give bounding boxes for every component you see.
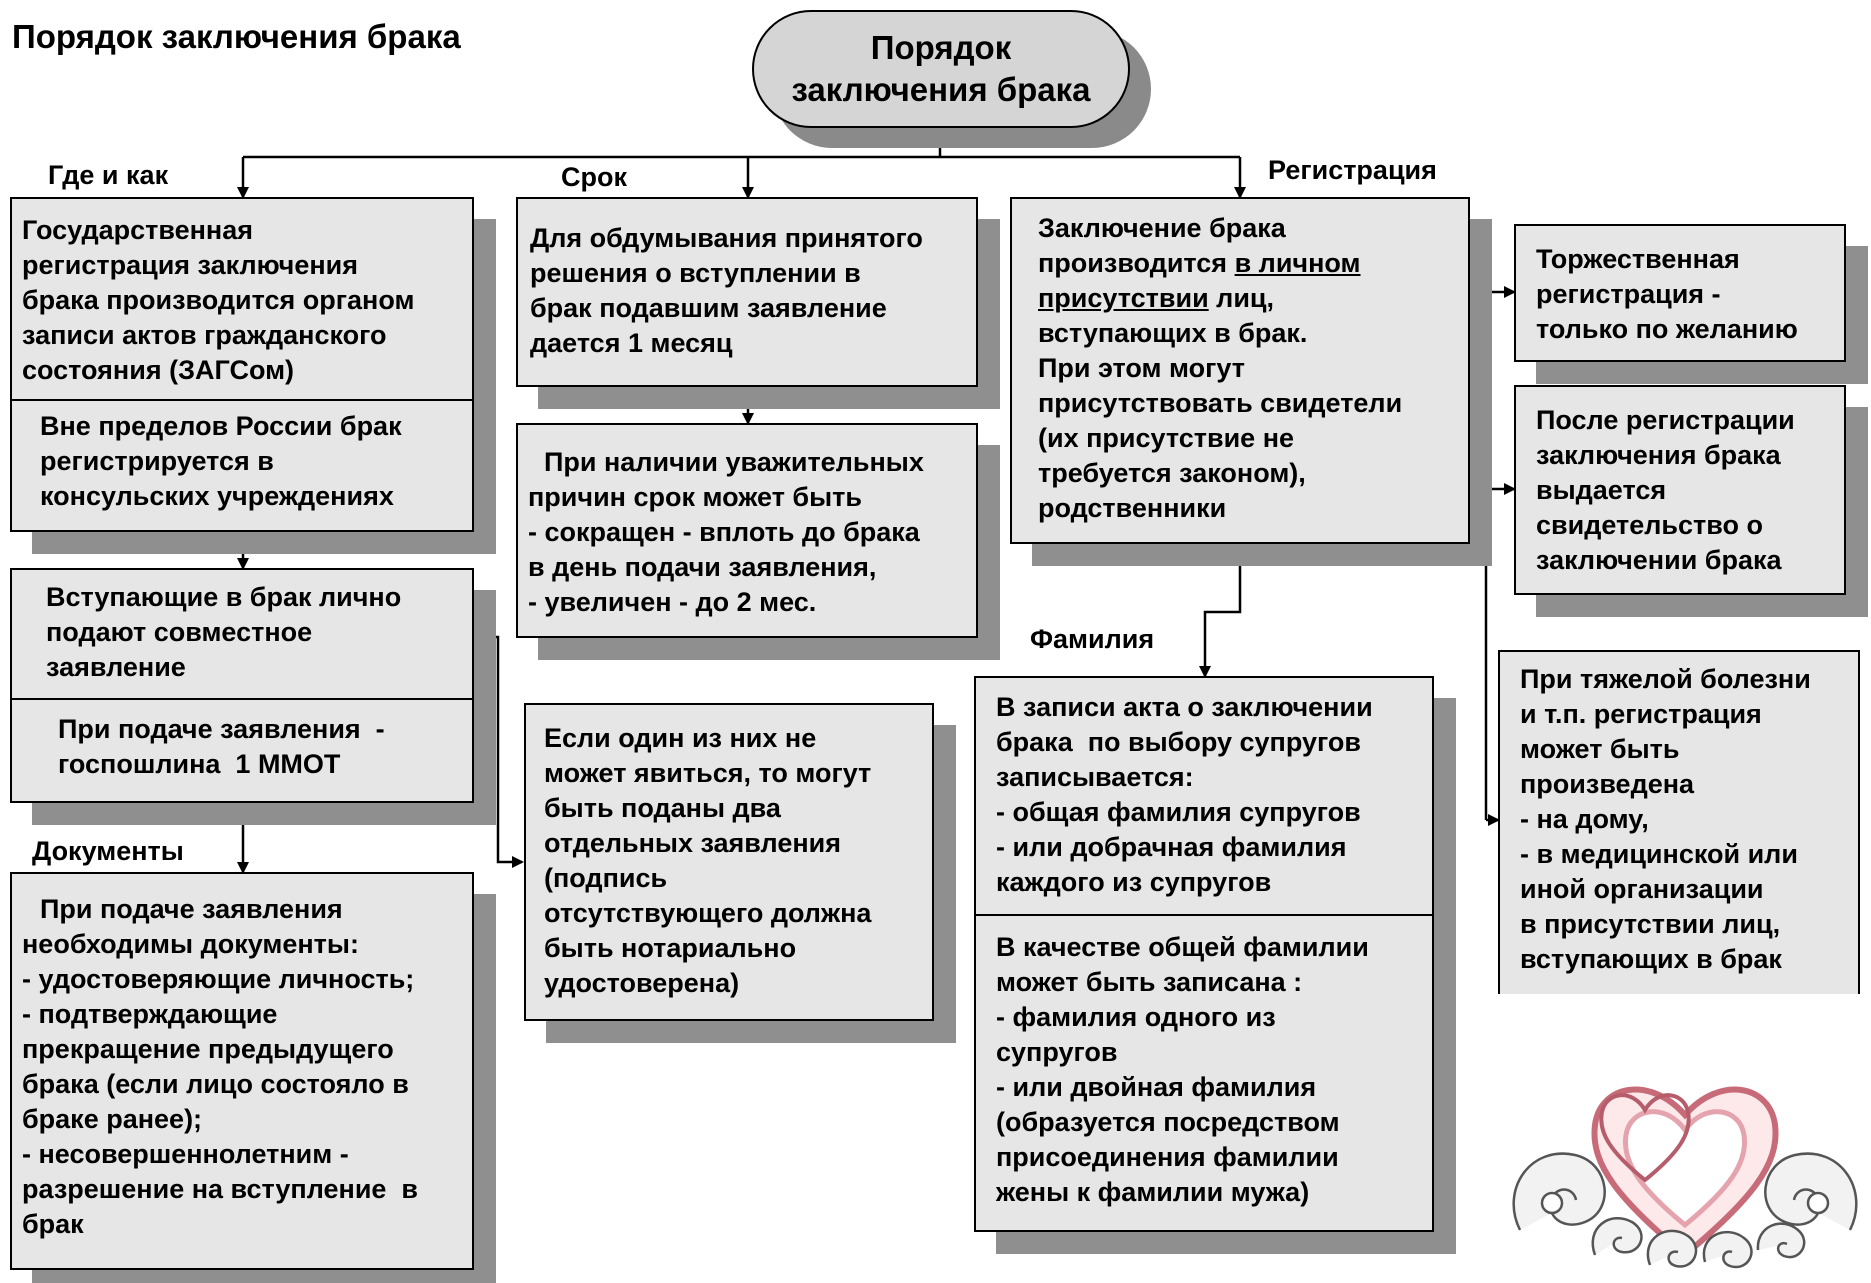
consular-registration-text: Вне пределов России брак регистрируется … (12, 399, 472, 530)
box-certificate: После регистрации заключения брака выдае… (1514, 385, 1846, 595)
state-fee-text: При подаче заявления - госпошлина 1 ММОТ (12, 698, 472, 801)
box-good-reasons: При наличии уважительных причин срок мож… (516, 423, 978, 638)
root-line-2: заключения брака (791, 71, 1091, 108)
personal-presence-text: Заключение брака производится в личном п… (1038, 213, 1403, 523)
reflection-period-text: Для обдумывания принятого решения о всту… (530, 223, 923, 358)
page-title: Порядок заключения брака (12, 18, 461, 55)
illness-text: При тяжелой болезни и т.п. регистрация м… (1520, 664, 1811, 974)
box-joint-application: Вступающие в брак лично подают совместно… (10, 568, 474, 803)
box-state-registration: Государственная регистрация заключения б… (10, 197, 474, 532)
state-registration-text: Государственная регистрация заключения б… (22, 215, 415, 385)
separate-applications-text: Если один из них не может явиться, то мо… (544, 723, 872, 998)
certificate-text: После регистрации заключения брака выдае… (1536, 405, 1795, 575)
documents-text: При подаче заявления необходимы документ… (22, 894, 419, 1239)
box-personal-presence: Заключение брака производится в личном п… (1010, 197, 1470, 544)
branch-label-surname: Фамилия (1030, 624, 1155, 654)
box-solemn-registration: Торжественная регистрация - только по же… (1514, 224, 1846, 362)
box-reflection-period: Для обдумывания принятого решения о всту… (516, 197, 978, 387)
root-node: Порядок заключения брака (752, 10, 1130, 128)
branch-label-term: Срок (561, 162, 627, 192)
box-documents: При подаче заявления необходимы документ… (10, 872, 474, 1270)
good-reasons-text: При наличии уважительных причин срок мож… (528, 447, 924, 617)
common-surname-text: В качестве общей фамилии может быть запи… (976, 914, 1432, 1230)
branch-label-documents: Документы (32, 836, 184, 866)
box-illness: При тяжелой болезни и т.п. регистрация м… (1498, 650, 1860, 994)
branch-label-where-how: Где и как (48, 160, 169, 190)
solemn-registration-text: Торжественная регистрация - только по же… (1536, 244, 1798, 344)
joint-application-text: Вступающие в брак лично подают совместно… (46, 582, 402, 682)
branch-label-registration: Регистрация (1268, 155, 1437, 185)
box-separate-applications: Если один из них не может явиться, то мо… (524, 703, 934, 1021)
box-surname-record: В записи акта о заключении брака по выбо… (974, 676, 1434, 1232)
root-line-1: Порядок (870, 29, 1012, 66)
surname-options-text: В записи акта о заключении брака по выбо… (996, 692, 1373, 897)
hearts-icon (1512, 1086, 1858, 1269)
